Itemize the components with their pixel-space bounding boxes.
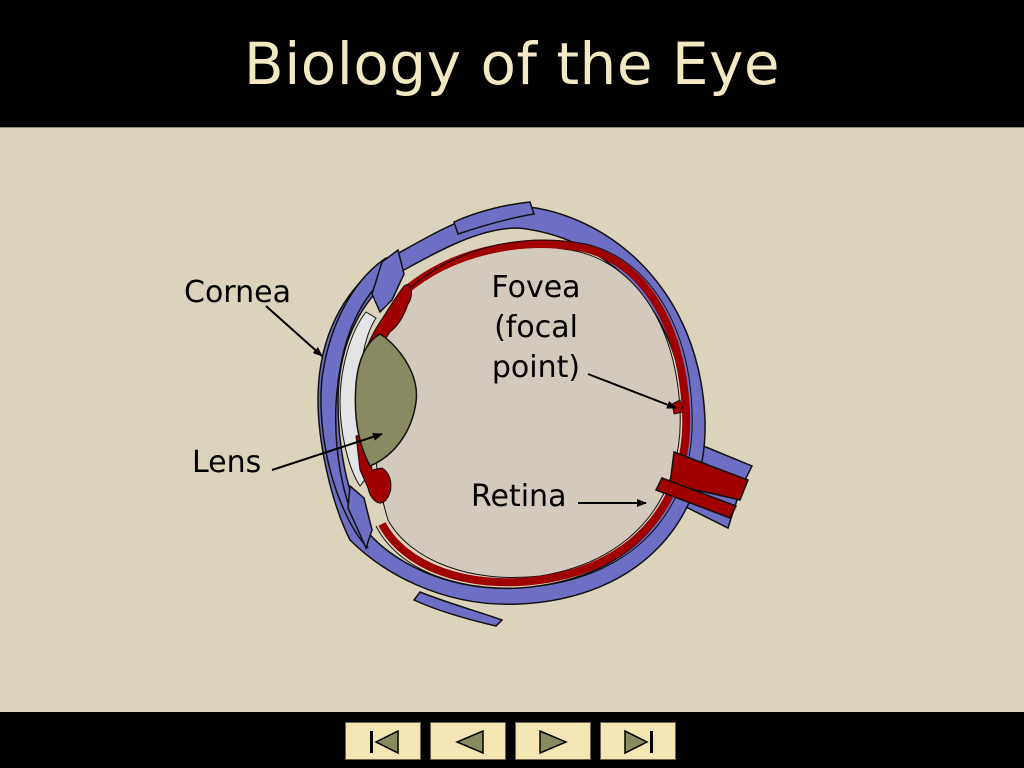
retina-outline xyxy=(375,239,693,589)
sclera-upper-flap xyxy=(453,201,535,235)
skip-back-icon xyxy=(370,729,399,755)
cornea-label: Cornea xyxy=(184,275,291,310)
ciliary-lower xyxy=(347,484,373,551)
navigation-bar xyxy=(0,712,1024,768)
triangle-right-icon xyxy=(539,729,568,755)
lens xyxy=(354,333,418,467)
first-slide-button[interactable] xyxy=(345,722,421,760)
triangle-left-icon xyxy=(455,729,484,755)
fovea-pointer xyxy=(587,373,677,409)
fovea-label-line-1: Fovea xyxy=(491,270,581,305)
skip-forward-icon xyxy=(624,729,653,755)
sclera-lower-flap xyxy=(412,591,504,627)
slide-title: Biology of the Eye xyxy=(243,30,781,98)
cornea xyxy=(320,256,393,549)
fovea-label-line-2: (focal xyxy=(494,310,578,345)
last-slide-button[interactable] xyxy=(600,722,676,760)
lens-pointer xyxy=(271,432,383,471)
next-slide-button[interactable] xyxy=(515,722,591,760)
retina-label: Retina xyxy=(471,479,567,514)
fovea-label-line-3: point) xyxy=(491,350,581,385)
lens-label: Lens xyxy=(192,445,262,480)
previous-slide-button[interactable] xyxy=(430,722,506,760)
retina xyxy=(378,240,691,587)
ciliary-upper xyxy=(371,248,405,314)
eye-diagram xyxy=(265,201,754,627)
cornea-pointer xyxy=(265,305,323,357)
optic-nerve-lower xyxy=(654,477,738,519)
title-bar: Biology of the Eye xyxy=(0,0,1024,128)
fovea-label: Fovea (focal point) xyxy=(478,268,594,388)
